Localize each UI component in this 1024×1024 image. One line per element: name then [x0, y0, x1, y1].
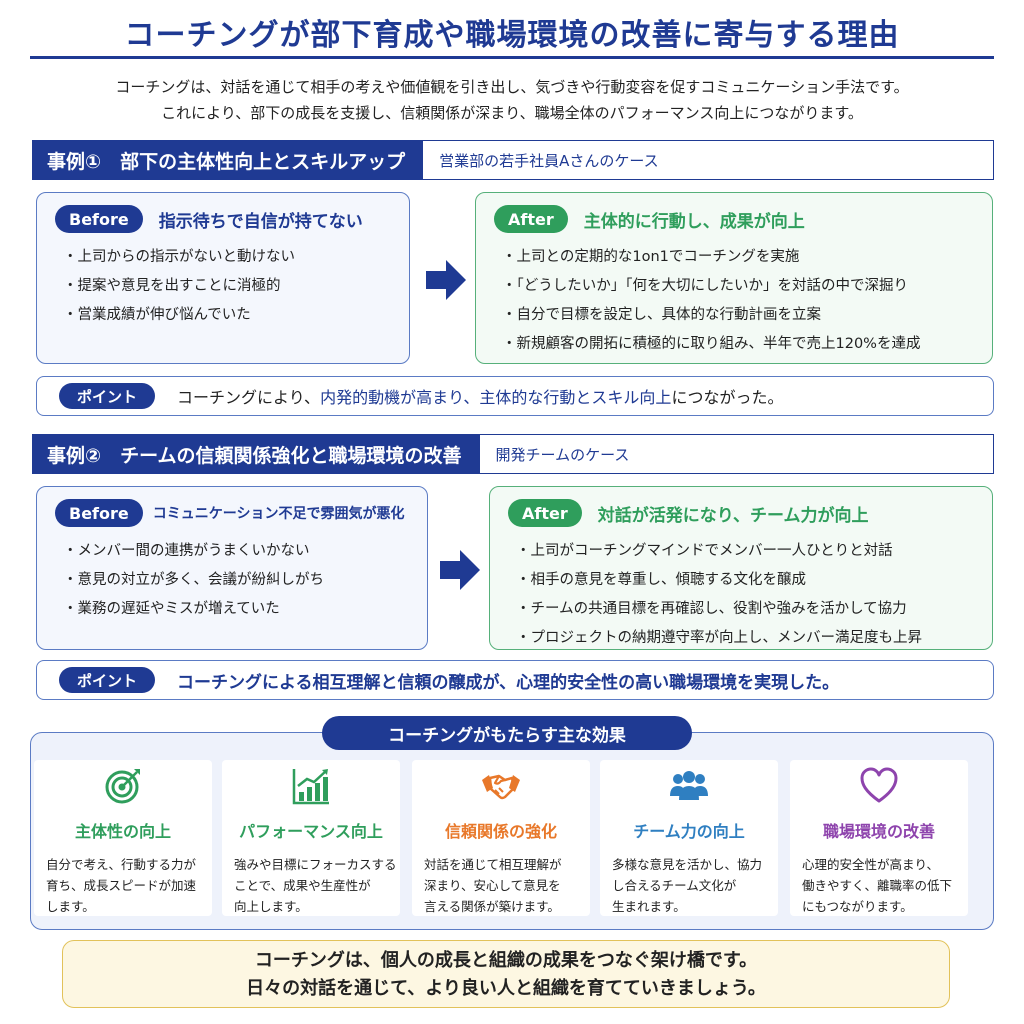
case1-subtitle: 営業部の若手社員Aさんのケース	[439, 151, 659, 170]
case2-before-pill: Before	[55, 499, 143, 527]
effect-title: 信頼関係の強化	[444, 822, 557, 841]
right-arrow-icon	[440, 550, 480, 590]
effect-title: 主体性の向上	[74, 822, 171, 841]
intro-line-2: これにより、部下の成長を支援し、信頼関係が深まり、職場全体のパフォーマンス向上に…	[161, 104, 863, 122]
effect-card-trust: 信頼関係の強化 対話を通じて相互理解が 深まり、安心して意見を 言える関係が築け…	[412, 760, 590, 916]
handshake-icon	[482, 774, 520, 800]
list-item: ・相手の意見を尊重し、傾聴する文化を醸成	[516, 572, 806, 588]
case1-point: ポイント コーチングにより、内発的動機が高まり、主体的な行動とスキル向上につなが…	[36, 376, 994, 416]
case1-before-list: ・上司からの指示がないと動けない ・提案や意見を出すことに消極的 ・営業成績が伸…	[55, 243, 391, 330]
effect-desc: 心理的安全性が高まり、 働きやすく、離職率の低下 にもつながります。	[802, 857, 953, 914]
case2-before-box: Before コミュニケーション不足で雰囲気が悪化 ・メンバー間の連携がうまくい…	[36, 486, 428, 650]
case1-before-box: Before 指示待ちで自信が持てない ・上司からの指示がないと動けない ・提案…	[36, 192, 410, 364]
intro-line-1: コーチングは、対話を通じて相手の考えや価値観を引き出し、気づきや行動変容を促すコ…	[115, 78, 909, 96]
effect-title: パフォーマンス向上	[239, 822, 383, 841]
list-item: ・意見の対立が多く、会議が紛糾しがち	[63, 572, 324, 588]
list-item: ・営業成績が伸び悩んでいた	[63, 307, 251, 323]
heart-icon	[860, 767, 898, 803]
effect-card-performance: パフォーマンス向上 強みや目標にフォーカスする ことで、成果や生産性が 向上しま…	[222, 760, 400, 916]
list-item: ・「どうしたいか」「何を大切にしたいか」を対話の中で深掘り	[502, 278, 908, 294]
footer-message: コーチングは、個人の成長と組織の成果をつなぐ架け橋です。 日々の対話を通じて、よ…	[62, 940, 950, 1008]
footer-line-2: 日々の対話を通じて、より良い人と組織を育てていきましょう。	[246, 978, 766, 999]
effect-desc: 多様な意見を活かし、協力 し合えるチーム文化が 生まれます。	[612, 857, 763, 914]
case1-after-pill: After	[494, 205, 568, 233]
case2-before-list: ・メンバー間の連携がうまくいかない ・意見の対立が多く、会議が紛糾しがち ・業務…	[55, 537, 409, 624]
page-title: コーチングが部下育成や職場環境の改善に寄与する理由	[124, 18, 900, 53]
case2-point-text: コーチングによる相互理解と信頼の醸成が、心理的安全性の高い職場環境を実現した。	[177, 672, 840, 693]
case2-after-heading: 対話が活発になり、チーム力が向上	[597, 505, 869, 526]
case1-after-list: ・上司との定期的な1on1でコーチングを実施 ・「どうしたいか」「何を大切にした…	[494, 243, 974, 359]
case1-label: 事例① 部下の主体性向上とスキルアップ	[33, 141, 424, 179]
right-arrow-icon	[426, 260, 466, 300]
growth-chart-icon	[292, 769, 329, 805]
list-item: ・メンバー間の連携がうまくいかない	[63, 543, 310, 559]
list-item: ・上司がコーチングマインドでメンバー一人ひとりと対話	[516, 543, 893, 559]
list-item: ・チームの共通目標を再確認し、役割や強みを活かして協力	[516, 601, 907, 617]
footer-line-1: コーチングは、個人の成長と組織の成果をつなぐ架け橋です。	[254, 950, 758, 971]
case2-point: ポイント コーチングによる相互理解と信頼の醸成が、心理的安全性の高い職場環境を実…	[36, 660, 994, 700]
case2-after-box: After 対話が活発になり、チーム力が向上 ・上司がコーチングマインドでメンバ…	[489, 486, 993, 650]
case1-after-box: After 主体的に行動し、成果が向上 ・上司との定期的な1on1でコーチングを…	[475, 192, 993, 364]
case1-after-heading: 主体的に行動し、成果が向上	[583, 211, 805, 232]
target-icon	[105, 769, 140, 804]
effect-card-teamwork: チーム力の向上 多様な意見を活かし、協力 し合えるチーム文化が 生まれます。	[600, 760, 778, 916]
case1-point-text: コーチングにより、内発的動機が高まり、主体的な行動とスキル向上につながった。	[177, 384, 783, 408]
list-item: ・上司との定期的な1on1でコーチングを実施	[502, 249, 800, 265]
list-item: ・自分で目標を設定し、具体的な行動計画を立案	[502, 307, 821, 323]
case2-after-list: ・上司がコーチングマインドでメンバー一人ひとりと対話 ・相手の意見を尊重し、傾聴…	[508, 537, 974, 653]
list-item: ・新規顧客の開拓に積極的に取り組み、半年で売上120%を達成	[502, 336, 921, 352]
case2-point-label: ポイント	[59, 667, 156, 693]
case2-header: 事例② チームの信頼関係強化と職場環境の改善 開発チームのケース	[32, 434, 994, 474]
list-item: ・プロジェクトの納期遵守率が向上し、メンバー満足度も上昇	[516, 630, 922, 646]
list-item: ・提案や意見を出すことに消極的	[63, 278, 281, 294]
effects-title: コーチングがもたらす主な効果	[322, 716, 692, 750]
point-text-c: につながった。	[671, 388, 784, 407]
team-icon	[670, 771, 708, 800]
list-item: ・上司からの指示がないと動けない	[63, 249, 295, 265]
effect-desc: 自分で考え、行動する力が 育ち、成長スピードが加速 します。	[46, 857, 197, 914]
case2-label: 事例② チームの信頼関係強化と職場環境の改善	[33, 435, 480, 473]
case2-subtitle: 開発チームのケース	[495, 445, 630, 464]
title-underline	[30, 56, 994, 59]
effect-title: 職場環境の改善	[822, 822, 935, 841]
intro-text: コーチングは、対話を通じて相手の考えや価値観を引き出し、気づきや行動変容を促すコ…	[0, 74, 1024, 126]
case1-before-pill: Before	[55, 205, 143, 233]
effect-title: チーム力の向上	[633, 822, 745, 841]
case2-before-heading: コミュニケーション不足で雰囲気が悪化	[152, 506, 405, 522]
effect-card-proactivity: 主体性の向上 自分で考え、行動する力が 育ち、成長スピードが加速 します。	[34, 760, 212, 916]
case1-before-heading: 指示待ちで自信が持てない	[158, 211, 363, 232]
effect-desc: 強みや目標にフォーカスする ことで、成果や生産性が 向上します。	[234, 857, 397, 914]
list-item: ・業務の遅延やミスが増えていた	[63, 601, 280, 617]
case2-after-pill: After	[508, 499, 582, 527]
point-text-highlight: 内発的動機が高まり、主体的な行動とスキル向上	[320, 388, 672, 407]
point-text-a: コーチングにより、	[177, 388, 321, 407]
case1-header: 事例① 部下の主体性向上とスキルアップ 営業部の若手社員Aさんのケース	[32, 140, 994, 180]
case1-point-label: ポイント	[59, 383, 156, 409]
effect-desc: 対話を通じて相互理解が 深まり、安心して意見を 言える関係が築けます。	[424, 857, 562, 914]
effect-card-environment: 職場環境の改善 心理的安全性が高まり、 働きやすく、離職率の低下 にもつながりま…	[790, 760, 968, 916]
